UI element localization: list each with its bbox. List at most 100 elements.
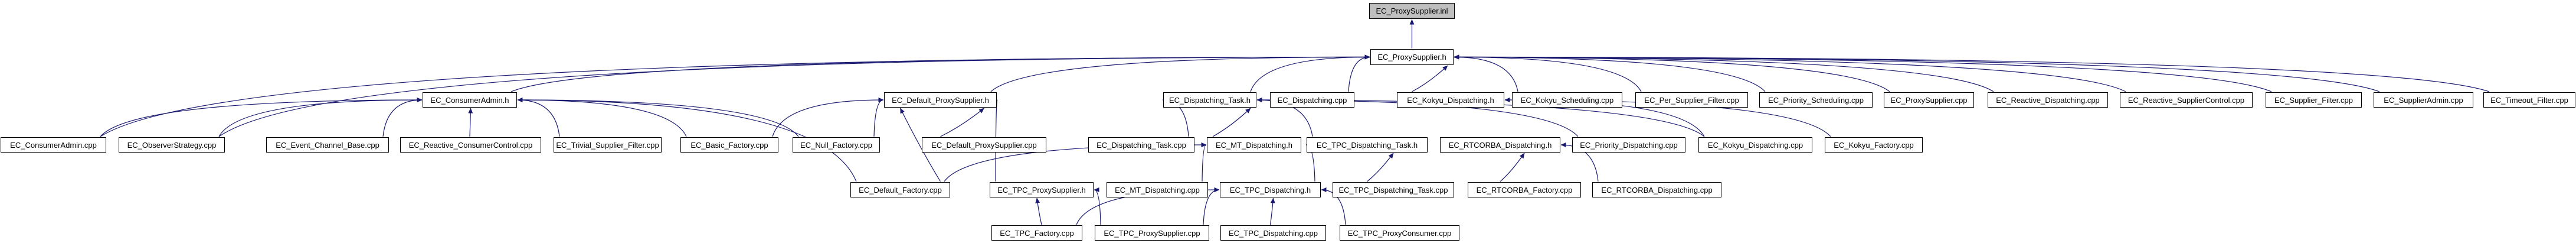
edge-default_proxysupplier_cpp-to-default_proxysupplier_h [940,108,984,137]
graph-node-null_factory_cpp[interactable]: EC_Null_Factory.cpp [793,137,880,153]
graph-node-label: EC_Priority_Scheduling.cpp [1768,95,1864,105]
graph-node-label: EC_Priority_Dispatching.cpp [1580,140,1678,150]
graph-node-mt_dispatching_h[interactable]: EC_MT_Dispatching.h [1207,137,1301,153]
edge-trivial_supplier_filter_cpp-to-consumeradmin_h [517,98,560,137]
graph-node-label: EC_ConsumerAdmin.h [430,95,509,105]
edge-timeout_filter_cpp-to-proxysupplier_h [1454,54,2490,92]
graph-node-tpc_dispatching_h[interactable]: EC_TPC_Dispatching.h [1220,182,1321,197]
graph-node-tpc_dispatching_task_cpp[interactable]: EC_TPC_Dispatching_Task.cpp [1333,182,1454,197]
graph-node-proxysupplier_cpp[interactable]: EC_ProxySupplier.cpp [1884,92,1974,108]
graph-node-label: EC_Default_ProxySupplier.h [892,95,989,105]
edge-basic_factory_cpp-to-default_proxysupplier_h [772,98,884,137]
graph-node-dispatching_task_cpp[interactable]: EC_Dispatching_Task.cpp [1088,137,1194,153]
graph-node-label: EC_Reactive_Dispatching.cpp [1996,95,2100,105]
graph-node-label: EC_RTCORBA_Dispatching.cpp [1601,185,1713,195]
graph-node-label: EC_MT_Dispatching.cpp [1115,185,1200,195]
graph-node-label: EC_Kokyu_Scheduling.cpp [1520,95,1614,105]
graph-node-tpc_dispatching_task_h[interactable]: EC_TPC_Dispatching_Task.h [1307,137,1428,153]
graph-node-label: EC_TPC_ProxySupplier.h [997,185,1086,195]
edge-consumeradmin_h-to-proxysupplier_h [510,54,1370,92]
graph-node-label: EC_TPC_ProxyConsumer.cpp [1347,228,1452,238]
graph-node-dispatching_cpp[interactable]: EC_Dispatching.cpp [1270,92,1354,108]
edge-kokyu_dispatching_h-to-proxysupplier_h [1412,65,1448,92]
graph-node-label: EC_ConsumerAdmin.cpp [10,140,97,150]
graph-node-label: EC_Kokyu_Factory.cpp [1834,140,1914,150]
graph-node-tpc_proxysupplier_h[interactable]: EC_TPC_ProxySupplier.h [990,182,1094,197]
graph-node-priority_dispatching_cpp[interactable]: EC_Priority_Dispatching.cpp [1572,137,1685,153]
graph-node-label: EC_ProxySupplier.cpp [1890,95,1968,105]
graph-node-label: EC_Default_ProxySupplier.cpp [931,140,1037,150]
graph-node-basic_factory_cpp[interactable]: EC_Basic_Factory.cpp [680,137,778,153]
graph-node-label: EC_SupplierAdmin.cpp [2384,95,2463,105]
graph-node-label: EC_RTCORBA_Dispatching.h [1448,140,1552,150]
graph-node-label: EC_Kokyu_Dispatching.cpp [1707,140,1803,150]
graph-node-proxysupplier_inl[interactable]: EC_ProxySupplier.inl [1369,3,1455,19]
graph-node-default_proxysupplier_cpp[interactable]: EC_Default_ProxySupplier.cpp [922,137,1046,153]
graph-node-default_proxysupplier_h[interactable]: EC_Default_ProxySupplier.h [884,92,997,108]
graph-node-tpc_factory_cpp[interactable]: EC_TPC_Factory.cpp [991,225,1082,241]
graph-node-label: EC_Event_Channel_Base.cpp [276,140,379,150]
graph-node-reactive_suppliercontrol_cpp[interactable]: EC_Reactive_SupplierControl.cpp [2120,92,2253,108]
graph-node-label: EC_Reactive_ConsumerControl.cpp [408,140,533,150]
graph-node-kokyu_dispatching_cpp[interactable]: EC_Kokyu_Dispatching.cpp [1698,137,1812,153]
graph-node-priority_scheduling_cpp[interactable]: EC_Priority_Scheduling.cpp [1759,92,1873,108]
graph-node-per_supplier_filter_cpp[interactable]: EC_Per_Supplier_Filter.cpp [1635,92,1748,108]
graph-node-label: EC_Supplier_Filter.cpp [2274,95,2353,105]
graph-node-rtcorba_dispatching_h[interactable]: EC_RTCORBA_Dispatching.h [1440,137,1560,153]
graph-node-event_channel_base_cpp[interactable]: EC_Event_Channel_Base.cpp [266,137,389,153]
graph-node-rtcorba_dispatching_cpp[interactable]: EC_RTCORBA_Dispatching.cpp [1592,182,1721,197]
graph-node-kokyu_scheduling_cpp[interactable]: EC_Kokyu_Scheduling.cpp [1512,92,1622,108]
graph-node-label: EC_Dispatching_Task.h [1168,95,1251,105]
edge-reactive_consumercontrol_cpp-to-consumeradmin_h [468,108,473,137]
graph-node-tpc_proxysupplier_cpp[interactable]: EC_TPC_ProxySupplier.cpp [1095,225,1209,241]
edge-dispatching_cpp-to-proxysupplier_h [1348,54,1370,92]
graph-node-observerstrategy_cpp[interactable]: EC_ObserverStrategy.cpp [119,137,225,153]
edge-mt_dispatching_h-to-dispatching_task_h [1212,108,1251,137]
edge-tpc_dispatching_task_cpp-to-tpc_dispatching_task_h [1367,153,1394,182]
graph-node-consumeradmin_h[interactable]: EC_ConsumerAdmin.h [423,92,517,108]
graph-node-supplier_filter_cpp[interactable]: EC_Supplier_Filter.cpp [2266,92,2362,108]
edge-proxysupplier_cpp-to-proxysupplier_h [1454,54,1890,92]
edge-dispatching_task_h-to-proxysupplier_h [1250,54,1370,92]
graph-node-label: EC_TPC_Dispatching_Task.cpp [1338,185,1448,195]
graph-node-tpc_dispatching_cpp[interactable]: EC_TPC_Dispatching.cpp [1220,225,1326,241]
graph-node-label: EC_TPC_ProxySupplier.cpp [1104,228,1200,238]
graph-node-timeout_filter_cpp[interactable]: EC_Timeout_Filter.cpp [2483,92,2575,108]
edge-basic_factory_cpp-to-consumeradmin_h [517,98,687,137]
graph-node-tpc_proxyconsumer_cpp[interactable]: EC_TPC_ProxyConsumer.cpp [1340,225,1459,241]
graph-node-label: EC_TPC_Dispatching_Task.h [1316,140,1418,150]
edge-consumeradmin_cpp-to-consumeradmin_h [100,98,423,137]
graph-node-label: EC_ProxySupplier.inl [1376,7,1448,15]
edge-supplier_filter_cpp-to-proxysupplier_h [1454,54,2272,92]
graph-node-label: EC_ObserverStrategy.cpp [127,140,217,150]
edge-observerstrategy_cpp-to-consumeradmin_h [218,98,423,137]
graph-node-default_factory_cpp[interactable]: EC_Default_Factory.cpp [850,182,950,197]
graph-node-mt_dispatching_cpp[interactable]: EC_MT_Dispatching.cpp [1107,182,1208,197]
edge-event_channel_base_cpp-to-consumeradmin_h [382,98,423,137]
graph-node-label: EC_RTCORBA_Factory.cpp [1476,185,1573,195]
graph-node-dispatching_task_h[interactable]: EC_Dispatching_Task.h [1163,92,1256,108]
graph-node-label: EC_Timeout_Filter.cpp [2490,95,2568,105]
graph-node-rtcorba_factory_cpp[interactable]: EC_RTCORBA_Factory.cpp [1468,182,1581,197]
graph-node-consumeradmin_cpp[interactable]: EC_ConsumerAdmin.cpp [1,137,106,153]
edge-per_supplier_filter_cpp-to-proxysupplier_h [1454,54,1642,92]
graph-node-label: EC_Dispatching_Task.cpp [1096,140,1186,150]
graph-node-reactive_consumercontrol_cpp[interactable]: EC_Reactive_ConsumerControl.cpp [400,137,541,153]
graph-node-kokyu_dispatching_h[interactable]: EC_Kokyu_Dispatching.h [1397,92,1504,108]
edge-tpc_factory_cpp-to-tpc_proxysupplier_h [1035,197,1042,225]
edge-kokyu_scheduling_cpp-to-proxysupplier_h [1454,54,1518,92]
graph-node-supplieradmin_cpp[interactable]: EC_SupplierAdmin.cpp [2374,92,2473,108]
graph-node-label: EC_Dispatching.cpp [1277,95,1347,105]
graph-node-label: EC_TPC_Factory.cpp [1000,228,1074,238]
graph-node-label: EC_TPC_Dispatching.h [1229,185,1311,195]
graph-node-reactive_dispatching_cpp[interactable]: EC_Reactive_Dispatching.cpp [1988,92,2108,108]
graph-node-kokyu_factory_cpp[interactable]: EC_Kokyu_Factory.cpp [1825,137,1923,153]
graph-node-trivial_supplier_filter_cpp[interactable]: EC_Trivial_Supplier_Filter.cpp [554,137,662,153]
graph-node-label: EC_Kokyu_Dispatching.h [1407,95,1494,105]
edge-tpc_proxysupplier_cpp-to-tpc_proxysupplier_h [1094,187,1101,225]
graph-node-label: EC_Default_Factory.cpp [859,185,942,195]
edge-reactive_dispatching_cpp-to-proxysupplier_h [1454,54,1994,92]
graph-node-proxysupplier_h[interactable]: EC_ProxySupplier.h [1370,49,1454,65]
